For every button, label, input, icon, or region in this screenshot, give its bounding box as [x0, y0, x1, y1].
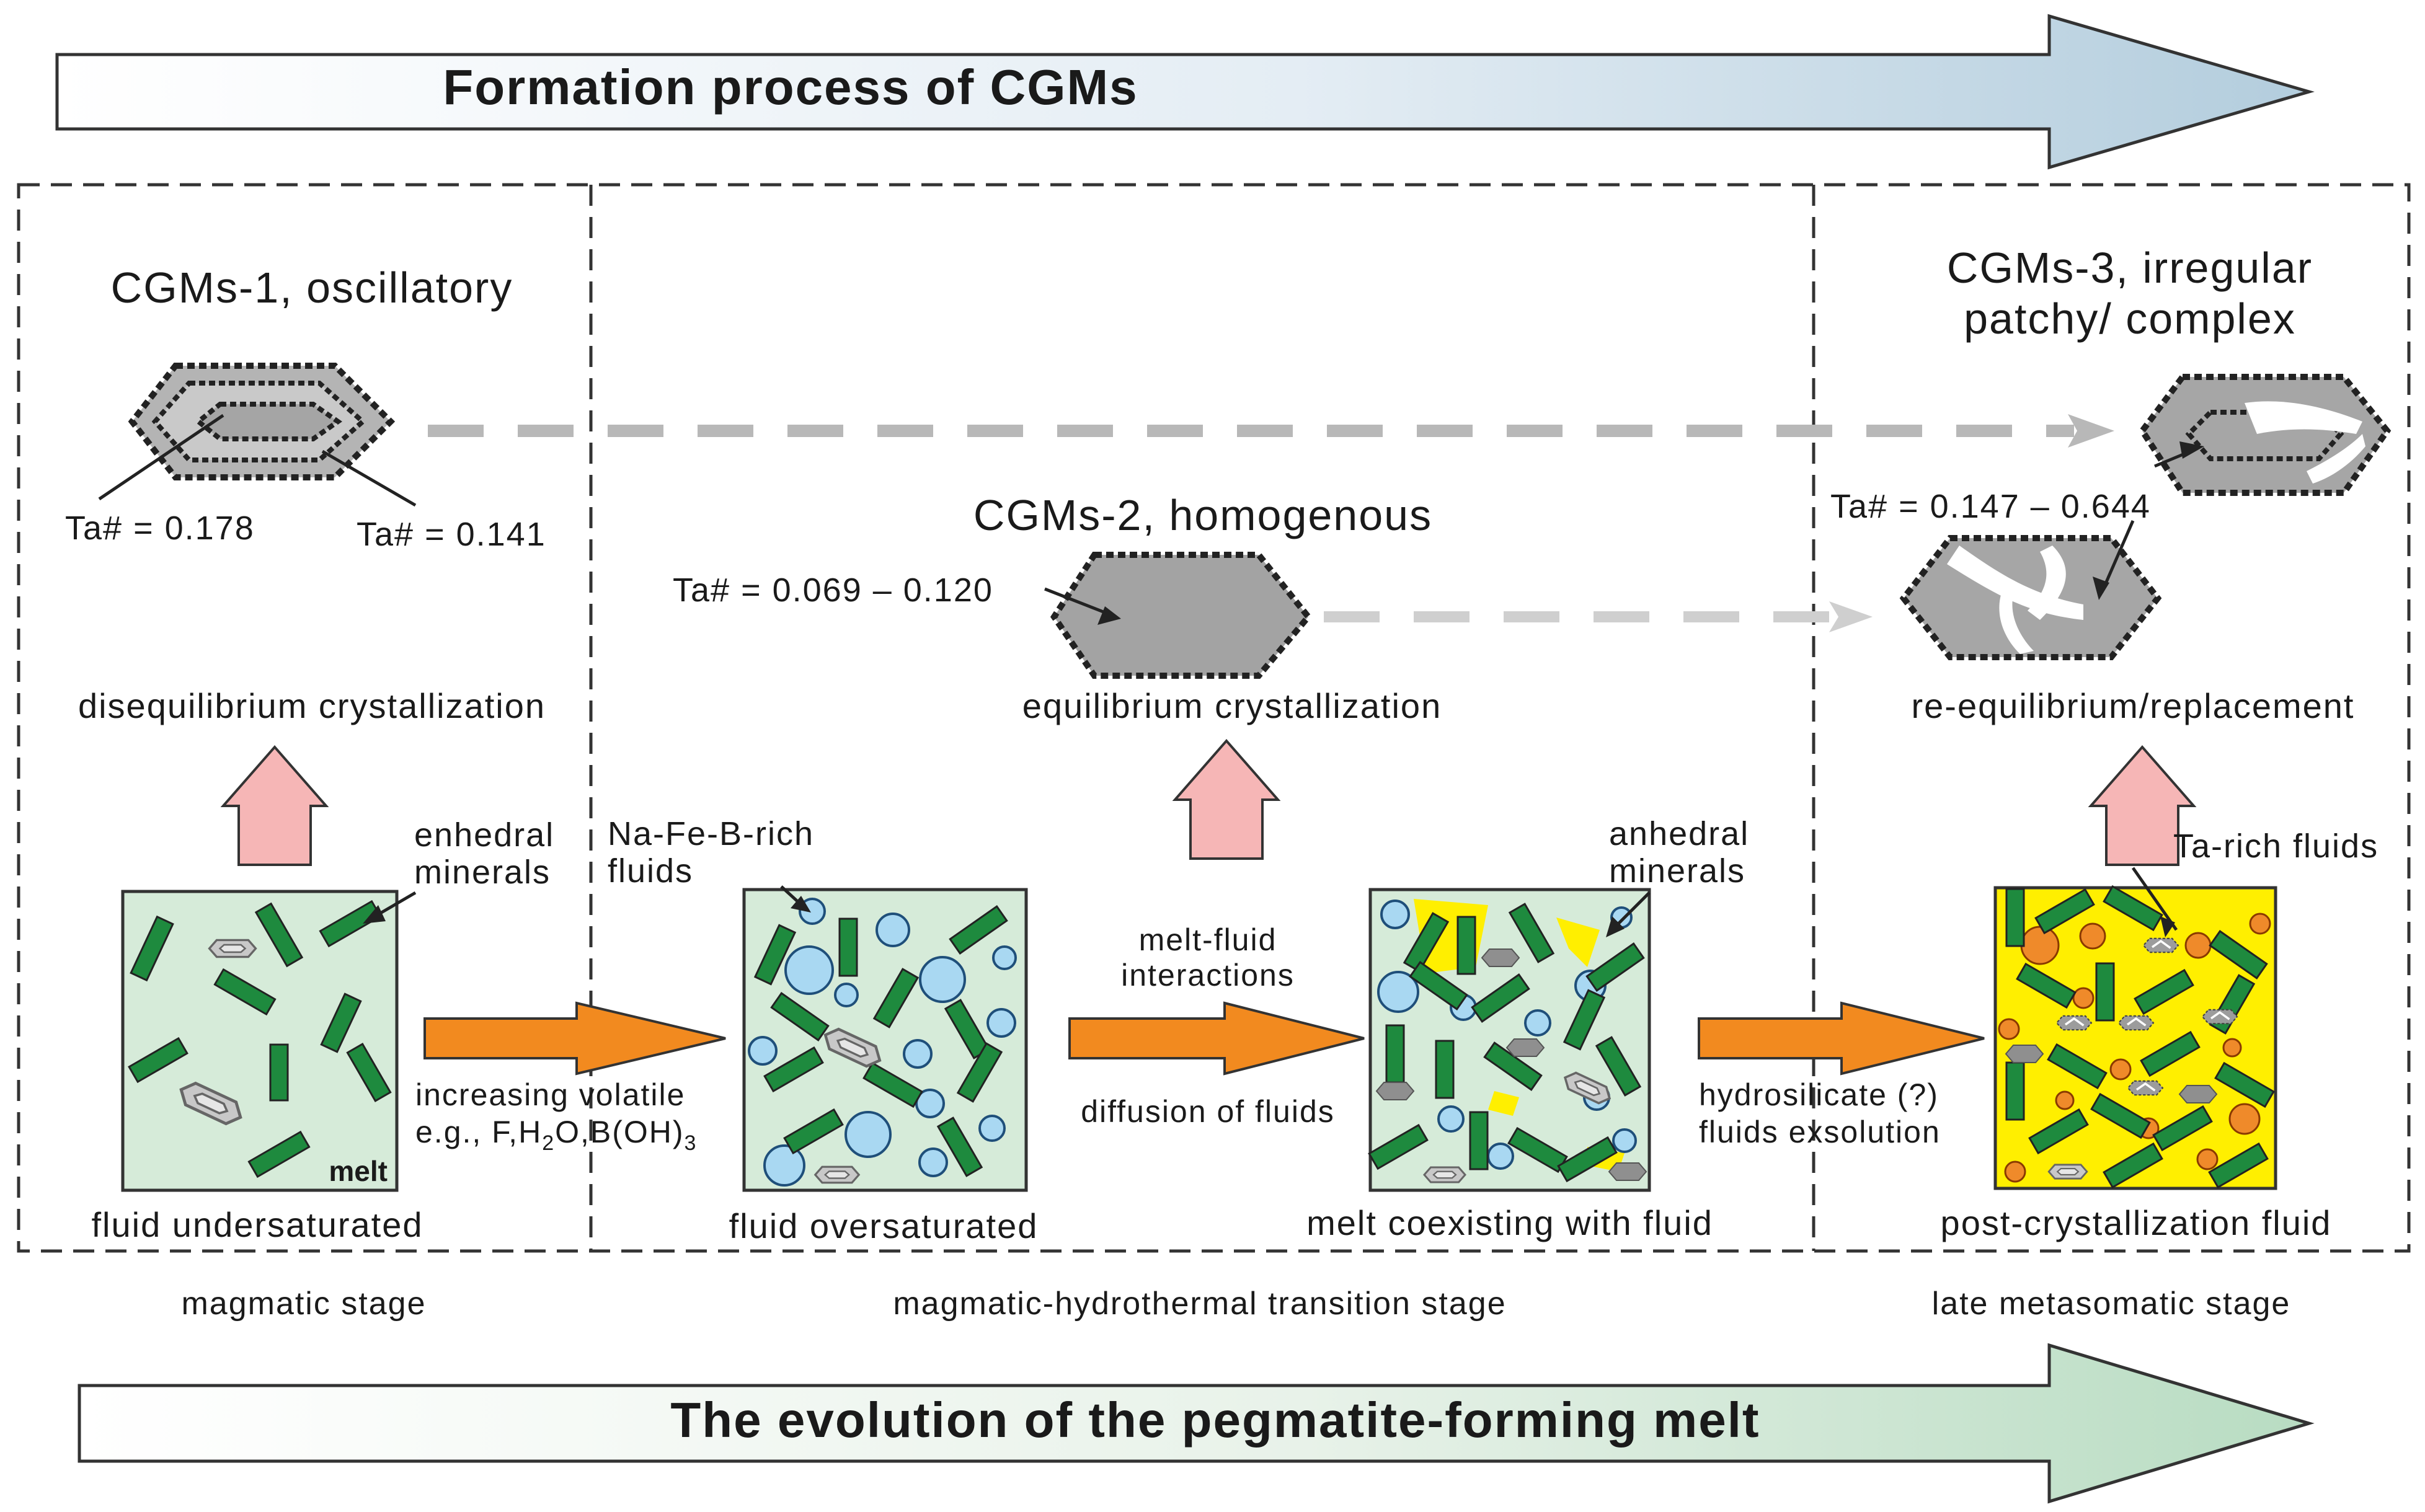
formation-process-arrow: Formation process of CGMs — [55, 14, 2315, 170]
cgm1-to-cgm3-arrowhead — [2068, 414, 2114, 448]
orange-arrow-1 — [423, 1001, 726, 1076]
cgm1-ta-inner: Ta# = 0.178 — [65, 510, 255, 547]
transition2-top-line2: interactions — [1121, 958, 1295, 993]
panel3-note-line1: anhedral — [1609, 815, 1749, 852]
panel1-note-line2: minerals — [414, 854, 551, 891]
orange-arrow-3 — [1698, 1001, 1985, 1076]
transition1-mid: O,B(OH) — [555, 1115, 684, 1149]
cgm1-outer-leader — [321, 449, 417, 507]
transition2-top-line1: melt-fluid — [1139, 922, 1277, 957]
cgm2-to-cgm3-arrowhead — [1829, 601, 1873, 632]
cgm2-title: CGMs-2, homogenous — [973, 491, 1432, 539]
panel2-note-line1: Na-Fe-B-rich — [608, 815, 814, 852]
cgm3-leader-bottom-head — [2093, 577, 2109, 600]
cgm2-leader-head — [1097, 606, 1121, 625]
cgm1-inner-leader — [98, 413, 224, 501]
pink-arrow-2 — [1172, 738, 1281, 860]
panel4-leader-head — [2160, 916, 2175, 937]
melt-evolution-arrow: The evolution of the pegmatite-forming m… — [78, 1343, 2315, 1504]
cgm1-oscillatory-crystal — [128, 363, 396, 480]
cgm1-process: disequilibrium crystallization — [78, 686, 546, 725]
panel4-note: Ta-rich fluids — [2173, 828, 2378, 865]
transition1-sub2: 3 — [685, 1131, 698, 1155]
transition1-sub1: 2 — [542, 1131, 555, 1155]
cgm2-ta: Ta# = 0.069 – 0.120 — [673, 572, 993, 609]
cgm3-title-line1: CGMs-3, irregular — [1947, 244, 2313, 292]
pink-arrow-1 — [220, 745, 329, 866]
orange-arrow-2 — [1068, 1001, 1365, 1076]
cgm3-leader-bottom — [2100, 520, 2135, 593]
cgm3-process: re-equilibrium/replacement — [1912, 686, 2355, 725]
cgm3-complex-crystal — [2138, 374, 2392, 496]
panel4-leader — [2131, 867, 2178, 931]
panel3-label: melt coexisting with fluid — [1306, 1203, 1713, 1242]
panel1-leader-head — [363, 905, 386, 924]
cgm1-ta-outer: Ta# = 0.141 — [357, 516, 546, 553]
panel1-melt-label: melt — [329, 1155, 388, 1187]
transition1-prefix: e.g., F,H — [415, 1115, 542, 1149]
formation-process-title: Formation process of CGMs — [443, 60, 1138, 115]
panel1-leader — [377, 891, 417, 916]
cgm2-process: equilibrium crystallization — [1022, 686, 1442, 725]
pink-arrow-3 — [2088, 745, 2197, 866]
transition3-line1: hydrosilicate (?) — [1699, 1077, 1939, 1112]
panel2-label: fluid oversaturated — [729, 1206, 1039, 1245]
stage-boxes — [17, 183, 2411, 1253]
panel1-note-line1: enhedral — [414, 816, 554, 854]
panel3-leader-head — [1606, 916, 1625, 937]
stage-label-transition: magmatic-hydrothermal transition stage — [893, 1286, 1506, 1322]
cgm3-ta: Ta# = 0.147 – 0.644 — [1830, 488, 2151, 525]
cgm3-leader-top-head — [2179, 441, 2204, 459]
panel-post-crystallization-fluid — [1993, 885, 2277, 1190]
cgm3-title-line2: patchy/ complex — [1964, 294, 2296, 343]
panel3-note-line2: minerals — [1609, 852, 1745, 890]
melt-evolution-title: The evolution of the pegmatite-forming m… — [670, 1392, 1760, 1448]
transition1-line2: e.g., F,H2O,B(OH)3 — [415, 1115, 697, 1155]
panel-fluid-undersaturated: melt — [121, 890, 399, 1192]
panel4-label: post-crystallization fluid — [1941, 1203, 2332, 1242]
panel-fluid-oversaturated — [742, 888, 1028, 1192]
transition3-line2: fluids exsolution — [1699, 1115, 1941, 1149]
stage-label-late: late metasomatic stage — [1932, 1286, 2291, 1322]
cgm3-replaced-crystal — [1899, 535, 2162, 660]
transition2-bottom: diffusion of fluids — [1081, 1094, 1335, 1129]
stage-label-magmatic: magmatic stage — [181, 1286, 426, 1322]
panel2-note-line2: fluids — [608, 852, 693, 890]
transition1-line1: increasing volatile — [415, 1077, 685, 1112]
panel-melt-coexisting-fluid — [1368, 888, 1651, 1192]
panel2-leader-head — [791, 896, 811, 913]
cgm2-homogenous-crystal — [1050, 552, 1313, 679]
panel1-label: fluid undersaturated — [91, 1205, 423, 1244]
cgm1-title: CGMs-1, oscillatory — [111, 263, 513, 312]
stage-box-outer — [17, 183, 2411, 1253]
